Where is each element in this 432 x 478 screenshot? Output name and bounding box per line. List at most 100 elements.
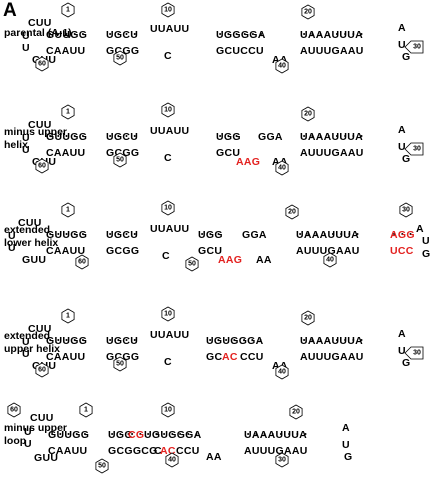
base-pair-dot (393, 233, 396, 235)
nucleotide-run: A (416, 223, 424, 235)
nucleotide-run: AA (206, 451, 222, 463)
nucleotide-run: CUU (28, 119, 52, 131)
base-pair-dot (83, 433, 86, 435)
hexagon-badge (399, 202, 413, 218)
hexagon-badge (285, 204, 299, 220)
nucleotide-run: U (22, 132, 30, 144)
position-number: 40 (278, 165, 286, 172)
nucleotide-run: U (342, 439, 350, 451)
position-number: 50 (116, 157, 124, 164)
hexagon-badge (161, 200, 175, 216)
nucleotide-run: CAAUU (46, 45, 85, 57)
base-pair-dot (125, 233, 128, 235)
hexagon-badge (404, 346, 424, 360)
position-marker: 50 (113, 356, 127, 372)
position-marker: 10 (161, 102, 175, 118)
nucleotide-run: AUUUGAAU (244, 445, 308, 457)
position-number: 40 (168, 457, 176, 464)
base-pair-dot (319, 339, 322, 341)
nucleotide-run: UGCU (106, 29, 138, 41)
base-pair-dot (133, 339, 136, 341)
base-pair-dot (227, 33, 230, 35)
base-pair-dot (125, 33, 128, 35)
base-pair-dot (315, 233, 318, 235)
panel-label: extended upper helix (4, 330, 61, 355)
base-pair-dot (111, 433, 114, 435)
base-pair-dot (117, 339, 120, 341)
hexagon-badge (289, 404, 303, 420)
hexagon-badge (165, 452, 179, 468)
nucleotide-run: AUUUGAAU (300, 351, 364, 363)
base-pair-dot (352, 33, 355, 35)
base-pair-dot (133, 33, 136, 35)
nucleotide-run: GCU (198, 245, 222, 257)
base-pair-dot (125, 135, 128, 137)
position-marker: 10 (161, 2, 175, 18)
base-pair-dot (360, 135, 363, 137)
nucleotide-run: C (164, 356, 172, 368)
base-pair-dot (401, 233, 404, 235)
panel-label: extended lower helix (4, 224, 59, 249)
position-number: 10 (164, 407, 172, 414)
base-pair-dot (117, 233, 120, 235)
nucleotide-run: UGUGGGA (144, 429, 202, 441)
base-pair-dot (327, 135, 330, 137)
base-pair-dot (360, 339, 363, 341)
base-pair-dot (49, 135, 52, 137)
nucleotide-run: U (8, 242, 16, 254)
base-pair-dot (57, 233, 60, 235)
hexagon-badge (161, 402, 175, 418)
position-marker: 30 (275, 452, 289, 468)
base-pair-dot (344, 135, 347, 137)
base-pair-dot (225, 339, 228, 341)
nucleotide-run: CAAUU (46, 245, 85, 257)
base-pair-dot (279, 433, 282, 435)
position-number: 10 (164, 7, 172, 14)
base-pair-dot (217, 339, 220, 341)
position-number: 60 (78, 259, 86, 266)
position-marker: 60 (75, 254, 89, 270)
mutated-nucleotides: AAG (218, 254, 242, 266)
nucleotide-run: GCGG (106, 245, 139, 257)
base-pair-dot (81, 135, 84, 137)
position-number: 10 (164, 205, 172, 212)
position-marker: 10 (161, 306, 175, 322)
position-number: 60 (38, 367, 46, 374)
nucleotide-run: U (24, 438, 32, 450)
nucleotide-run: UUAUU (150, 125, 189, 137)
nucleotide-run: GUUGG (46, 131, 87, 143)
nucleotide-run: U (398, 141, 406, 153)
position-number: 1 (66, 207, 70, 214)
position-number: 40 (326, 257, 334, 264)
base-pair-dot (109, 135, 112, 137)
base-pair-dot (81, 339, 84, 341)
position-marker: 40 (275, 364, 289, 380)
base-pair-dot (51, 433, 54, 435)
nucleotide-run: CAAUU (46, 351, 85, 363)
nucleotide-run: UGCU (106, 229, 138, 241)
base-pair-dot (356, 233, 359, 235)
hexagon-badge (404, 142, 424, 156)
base-pair-dot (109, 339, 112, 341)
position-number: 20 (304, 315, 312, 322)
nucleotide-run: GGA (258, 131, 283, 143)
base-pair-dot (73, 233, 76, 235)
base-pair-dot (304, 433, 307, 435)
base-pair-dot (323, 233, 326, 235)
nucleotide-run: CAAUU (48, 445, 87, 457)
position-number: 30 (413, 44, 421, 51)
position-number: 50 (116, 55, 124, 62)
nucleotide-run: GUU (34, 452, 58, 464)
base-pair-dot (179, 433, 182, 435)
nucleotide-run: U (22, 30, 30, 42)
base-pair-dot (263, 433, 266, 435)
nucleotide-run: AUUUGAAU (300, 45, 364, 57)
hexagon-badge (35, 362, 49, 378)
position-number: 60 (10, 407, 18, 414)
base-pair-dot (73, 33, 76, 35)
base-pair-dot (171, 433, 174, 435)
position-number: 40 (278, 63, 286, 70)
base-pair-dot (59, 433, 62, 435)
base-pair-dot (243, 339, 246, 341)
